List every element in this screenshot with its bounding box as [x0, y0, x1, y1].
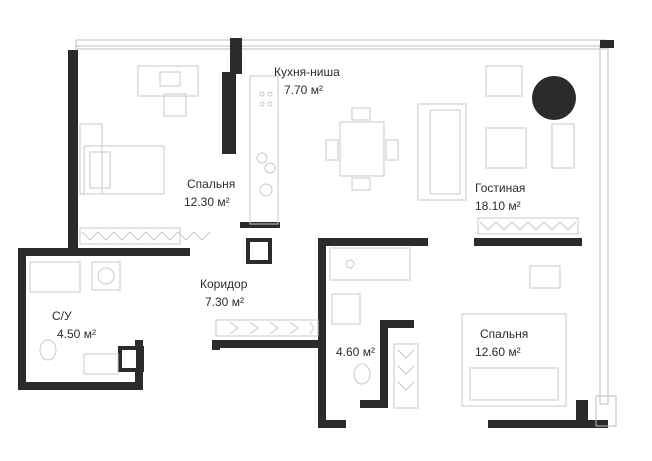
room-area-living: 18.10 м² — [475, 199, 521, 213]
furniture — [29, 65, 579, 409]
room-area-corridor: 7.30 м² — [205, 295, 244, 309]
room-area-wc1: 4.50 м² — [57, 327, 96, 341]
room-area-kitchen: 7.70 м² — [284, 83, 323, 97]
room-name-living: Гостиная — [475, 181, 525, 195]
room-name-bedroom1: Спальня — [187, 177, 235, 191]
room-name-bedroom2: Спальня — [480, 327, 528, 341]
room-name-corridor: Коридор — [200, 277, 248, 291]
room-name-kitchen: Кухня-ниша — [274, 65, 340, 79]
room-name-wc1: С/У — [52, 309, 72, 323]
room-area-wc2: 4.60 м² — [336, 345, 375, 359]
room-area-bedroom2: 12.60 м² — [475, 345, 521, 359]
room-area-bedroom1: 12.30 м² — [184, 195, 230, 209]
round-table-icon — [532, 76, 576, 120]
walls — [18, 38, 617, 428]
room-labels: Кухня-ниша 7.70 м² Спальня 12.30 м² Гост… — [52, 65, 528, 359]
